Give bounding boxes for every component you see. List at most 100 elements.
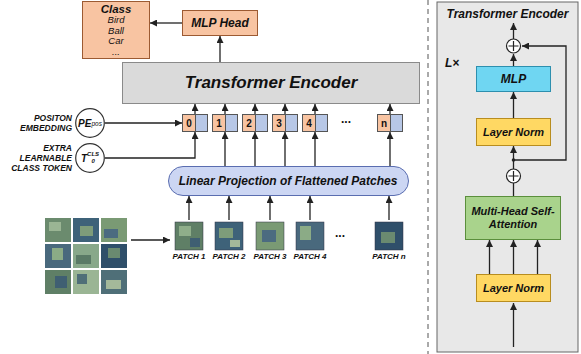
token-number: n xyxy=(381,118,387,129)
token-index-cell: 1 xyxy=(213,115,225,131)
index-stack: CLS0 xyxy=(87,151,99,165)
arrow-connector xyxy=(310,196,311,220)
box-title: Linear Projection of Flattened Patches xyxy=(179,174,398,188)
class-text: ... xyxy=(112,47,120,58)
connector-line xyxy=(254,104,255,114)
position-embedding-circle: PEpos xyxy=(75,108,105,138)
arrow-connector xyxy=(220,36,221,62)
box-title: Layer Norm xyxy=(483,126,544,139)
repeat-label: L× xyxy=(445,56,471,70)
branch-dot xyxy=(512,158,516,162)
subscript-text: pos xyxy=(91,120,101,127)
symbol-text: PE xyxy=(78,118,91,129)
connector-line xyxy=(194,104,195,114)
token-embedding: n xyxy=(377,114,403,132)
box-title: Layer Norm xyxy=(483,282,544,295)
node-content: MLP xyxy=(501,72,526,86)
node-content: Transformer Encoder xyxy=(437,7,578,21)
token-vector-cell xyxy=(390,115,402,131)
box-title: MLP Head xyxy=(191,16,249,30)
node-content: PATCH 1 xyxy=(172,252,206,261)
output-arrow xyxy=(513,23,514,39)
patch-thumbnails xyxy=(175,222,403,250)
arrow-connector xyxy=(225,132,226,166)
connector-line xyxy=(228,196,229,220)
token-number: 2 xyxy=(246,118,252,129)
token-embedding: 1 xyxy=(212,114,238,132)
arrow-connector xyxy=(490,240,538,274)
connector-line xyxy=(188,196,189,220)
class-text: Class xyxy=(101,3,132,15)
token-embedding: 0 xyxy=(182,114,208,132)
box-title: MLP xyxy=(501,72,526,86)
arrow-connector xyxy=(105,123,182,124)
connector-line xyxy=(513,92,514,118)
token-number: 0 xyxy=(186,118,192,129)
mlp-box: MLP xyxy=(476,66,551,92)
symbol-text: T xyxy=(81,153,87,164)
node-content: PATCH 2 xyxy=(212,252,246,261)
arrow-connector xyxy=(255,132,256,166)
arrow-connector xyxy=(315,132,316,166)
attention-box: Multi-Head Self-Attention xyxy=(465,196,561,240)
token-vector-cell xyxy=(285,115,297,131)
token-vector-cell xyxy=(315,115,327,131)
patch-label: PATCH 4 xyxy=(293,252,326,261)
connector-line xyxy=(389,132,390,166)
connector-line xyxy=(224,104,225,114)
arrow-connector xyxy=(285,104,286,114)
input-arrow xyxy=(513,303,514,347)
node-content: Multi-Head Self-Attention xyxy=(466,205,560,231)
node-content: Linear Projection of Flattened Patches xyxy=(179,174,398,188)
token-index-cell: 3 xyxy=(273,115,285,131)
connector-line xyxy=(537,240,538,274)
node-content: PEpos xyxy=(78,118,102,129)
box-title: Multi-Head Self-Attention xyxy=(466,205,560,231)
token-index-cell: 2 xyxy=(243,115,255,131)
node-content: Layer Norm xyxy=(483,282,544,295)
connector-line xyxy=(224,132,225,166)
node-content: Layer Norm xyxy=(483,126,544,139)
connector-line xyxy=(389,104,390,114)
connector-line xyxy=(388,196,389,220)
separator-line xyxy=(428,0,429,354)
connector-line xyxy=(513,240,514,274)
arrow-connector xyxy=(390,132,391,166)
input-image xyxy=(44,217,129,296)
arrow-connector xyxy=(513,92,514,118)
patch-label: PATCH 1 xyxy=(172,252,205,261)
node-content: PATCH 3 xyxy=(253,252,287,261)
arrow-connector xyxy=(315,104,316,114)
node-content: Transformer Encoder xyxy=(185,73,358,93)
image-patch: PATCH 3 xyxy=(253,220,287,274)
layer-norm-box: Layer Norm xyxy=(476,274,551,302)
arrow-connector xyxy=(285,132,286,166)
encoder-panel-ground xyxy=(437,2,578,352)
layer-norm-box: Layer Norm xyxy=(476,118,551,146)
arrow-connector xyxy=(225,104,226,114)
arrow-connector xyxy=(189,196,190,220)
class-text: Bird xyxy=(108,15,125,26)
linear-projection-box: Linear Projection of Flattened Patches xyxy=(168,166,409,196)
connector-line xyxy=(269,196,270,220)
encoder-block-panel: Transformer EncoderMLPLayer NormMulti-He… xyxy=(437,2,578,352)
class-text: Ball xyxy=(108,26,124,37)
mlp-head-box: MLP Head xyxy=(182,10,258,36)
node-content: PATCH 4 xyxy=(293,252,327,261)
node-content: TCLS0 xyxy=(81,151,99,165)
arrow-connector xyxy=(255,104,256,114)
connector-line xyxy=(489,240,490,274)
patch-label: PATCH 2 xyxy=(212,252,245,261)
token-vector-cell xyxy=(255,115,267,131)
add-symbol xyxy=(507,169,521,183)
token-number: 3 xyxy=(276,118,282,129)
circle-outline xyxy=(75,143,105,173)
token-number: 4 xyxy=(306,118,312,129)
image-patch: PATCH 1 xyxy=(172,220,206,274)
connector-line xyxy=(105,122,182,123)
ellipsis-mark: ... xyxy=(328,226,352,240)
superscript-text: CLS xyxy=(87,151,99,158)
image-patch: PATCH 2 xyxy=(212,220,246,274)
box-title: Transformer Encoder xyxy=(185,73,358,93)
connector-line xyxy=(254,132,255,166)
